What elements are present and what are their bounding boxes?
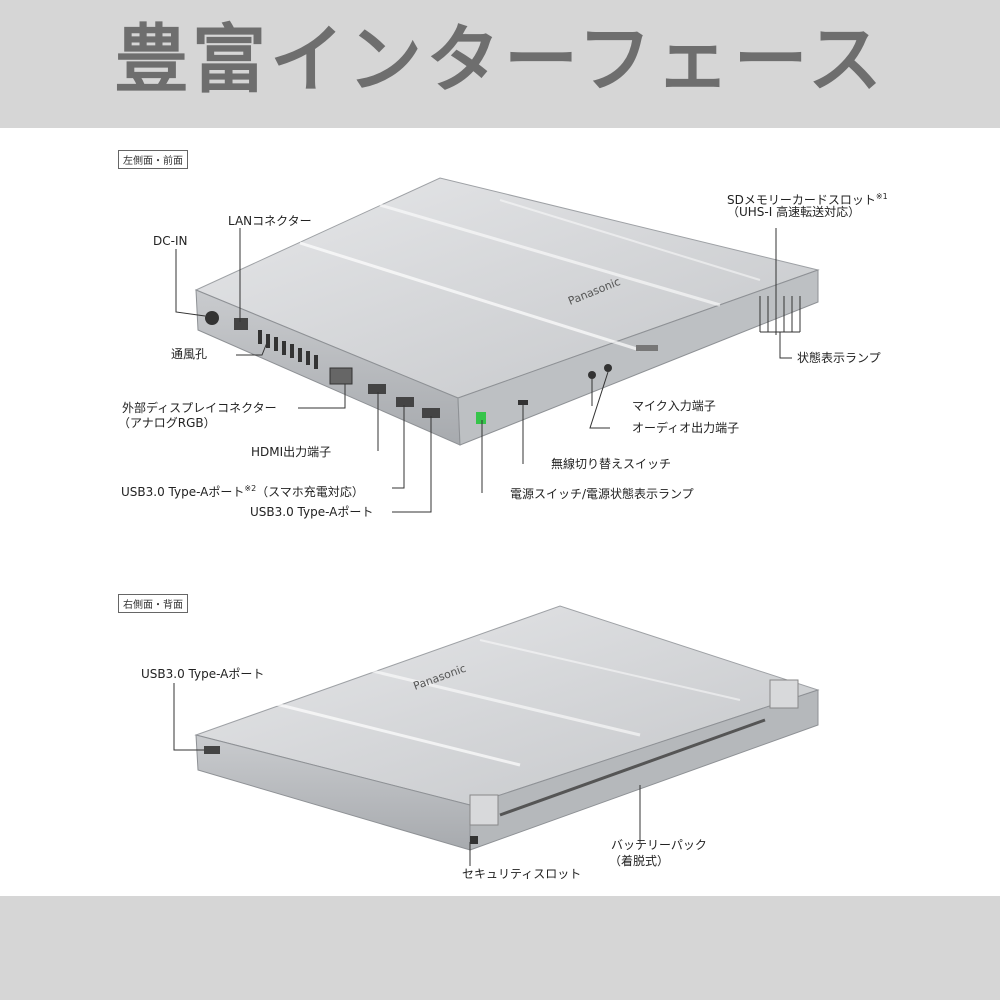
security-slot	[470, 836, 478, 844]
wireless-switch	[518, 400, 528, 405]
label-audio-out: オーディオ出力端子	[632, 421, 740, 435]
power-switch-led	[476, 412, 486, 424]
section-tag-right-back: 右側面・背面	[118, 594, 188, 613]
hinge-left	[469, 794, 499, 826]
sd-slot	[636, 345, 658, 351]
label-battery-removable: （着脱式）	[609, 854, 670, 868]
label-usb-charge: USB3.0 Type-Aポート※2（スマホ充電対応）	[121, 484, 364, 499]
audio-jack	[604, 364, 612, 372]
label-sd-slot-note: （UHS-I 高速転送対応）	[727, 205, 861, 219]
hinge-right	[769, 679, 799, 709]
vga-port	[329, 367, 353, 385]
leader-lines-top	[175, 228, 801, 513]
laptop-right-back-view: Panasonic	[194, 605, 820, 851]
label-power-switch: 電源スイッチ/電源状態表示ランプ	[510, 487, 694, 501]
label-wireless-switch: 無線切り替えスイッチ	[551, 457, 672, 471]
leader-lines-bottom	[173, 683, 641, 866]
label-usb-right: USB3.0 Type-Aポート	[141, 667, 265, 681]
label-lan-connector: LANコネクター	[228, 214, 312, 228]
usb-port-b	[422, 408, 440, 418]
section-tag-left-front: 左側面・前面	[118, 150, 188, 169]
lan-port	[234, 318, 248, 330]
usb-port-a	[396, 397, 414, 407]
label-mic-in: マイク入力端子	[632, 399, 716, 413]
hdmi-port	[368, 384, 386, 394]
bottom-banner	[0, 896, 1000, 1000]
label-status-lamp: 状態表示ランプ	[797, 351, 881, 365]
dc-in-port	[205, 311, 219, 325]
top-banner	[0, 0, 1000, 128]
label-external-display-1: 外部ディスプレイコネクター	[122, 401, 277, 415]
label-battery-pack: バッテリーパック	[611, 838, 707, 852]
label-dc-in: DC-IN	[153, 234, 188, 248]
label-security-slot: セキュリティスロット	[462, 867, 582, 881]
page-title: 豊富インターフェース	[114, 17, 886, 103]
laptop-left-front-view: Panasonic	[194, 177, 820, 446]
usb-port-right	[204, 746, 220, 754]
label-hdmi-out: HDMI出力端子	[251, 445, 332, 459]
label-usb-left: USB3.0 Type-Aポート	[250, 505, 374, 519]
label-vent: 通風孔	[171, 347, 208, 361]
label-sd-slot: SDメモリーカードスロット※1	[727, 192, 888, 207]
label-external-display-2: （アナログRGB）	[118, 416, 216, 430]
mic-jack	[588, 371, 596, 379]
battery-seam	[499, 718, 766, 817]
